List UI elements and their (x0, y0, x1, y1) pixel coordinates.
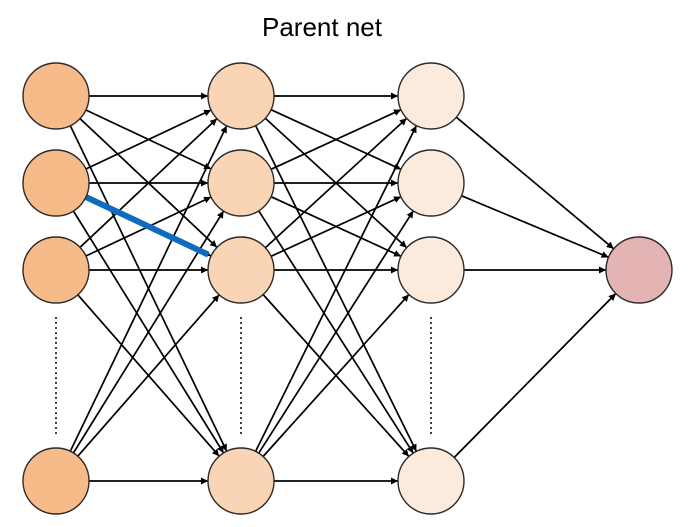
layer-2-node-4 (207, 447, 275, 515)
layer-3-node-2 (397, 149, 465, 217)
layer-1-node-3 (22, 236, 90, 304)
layer-1-node-2 (22, 149, 90, 217)
layer-2-node-1 (207, 62, 275, 130)
layer-2-node-2 (207, 149, 275, 217)
connection-l2n4-l3n3 (262, 293, 410, 458)
connection-l1n4-l2n1 (69, 125, 228, 452)
connections (69, 92, 617, 485)
connection-l1n4-l2n3 (77, 294, 220, 457)
layer-1-node-1 (22, 62, 90, 130)
connection-l1n2-l2n1 (85, 109, 212, 170)
output-layer-node-1 (605, 236, 673, 304)
neurons (22, 62, 673, 515)
layer-2-node-3 (207, 236, 275, 304)
connection-l2n4-l3n1 (254, 125, 418, 452)
connection-l3n2-l4n1 (461, 194, 609, 259)
highlighted-connection-group (84, 194, 210, 258)
connection-l2n4-l3n2 (257, 210, 415, 454)
connection-l3n1-l4n1 (455, 116, 615, 250)
connection-l2n3-l3n1 (264, 117, 408, 249)
highlighted-connection (84, 194, 210, 258)
connection-l2n2-l3n1 (270, 108, 402, 171)
connection-l1n3-l2n1 (79, 117, 218, 249)
layer-3-node-4 (397, 447, 465, 515)
connection-l3n4-l4n1 (453, 292, 617, 459)
layer-3-node-3 (397, 236, 465, 304)
layer-1-node-4 (22, 447, 90, 515)
connection-l2n3-l3n2 (270, 195, 402, 258)
layer-3-node-1 (397, 62, 465, 130)
diagram-title: Parent net (262, 12, 383, 42)
